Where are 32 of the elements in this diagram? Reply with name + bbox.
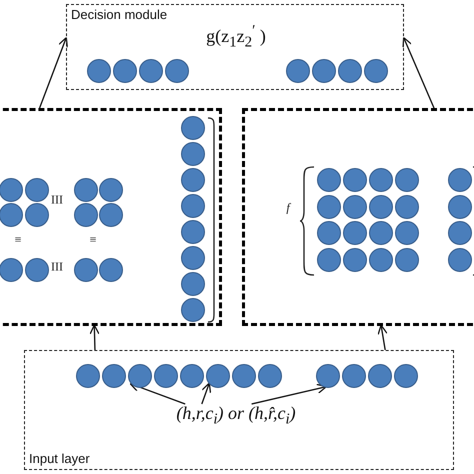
arrow <box>251 384 327 405</box>
neuron-circle <box>258 364 282 388</box>
function-label: f <box>286 200 290 216</box>
neuron-circle <box>316 364 340 388</box>
formula-text: (h,r,c$_{i}$) or (h,r̂,c$_{i}$) <box>176 403 296 429</box>
arrow <box>130 382 186 405</box>
neuron-circle <box>206 364 230 388</box>
neuron-circle <box>102 364 126 388</box>
neuron-circle <box>342 364 366 388</box>
arrow <box>377 324 388 350</box>
equivalence-sign: ≡ <box>90 232 96 248</box>
module-box <box>242 108 474 326</box>
arrow <box>89 324 100 350</box>
equivalence-sign: ≡ <box>14 232 22 248</box>
module-title: Input layer <box>29 451 90 466</box>
equivalence-sign: III <box>51 192 63 208</box>
arrow <box>402 36 435 108</box>
neuron-circle <box>76 364 100 388</box>
formula-text: g(z$_{1}$z$_{2}$$^{′}$ ) <box>206 23 266 52</box>
module-box <box>66 4 404 90</box>
equivalence-sign: III <box>51 260 63 274</box>
neuron-circle <box>180 364 204 388</box>
arrow <box>201 382 212 404</box>
neuron-circle <box>232 364 256 388</box>
arrow <box>39 36 68 108</box>
module-title: Decision module <box>71 7 168 22</box>
neuron-circle <box>128 364 152 388</box>
neuron-circle <box>154 364 178 388</box>
neuron-circle <box>368 364 392 388</box>
neuron-circle <box>394 364 418 388</box>
module-box <box>0 108 222 326</box>
layer-box <box>24 350 454 470</box>
